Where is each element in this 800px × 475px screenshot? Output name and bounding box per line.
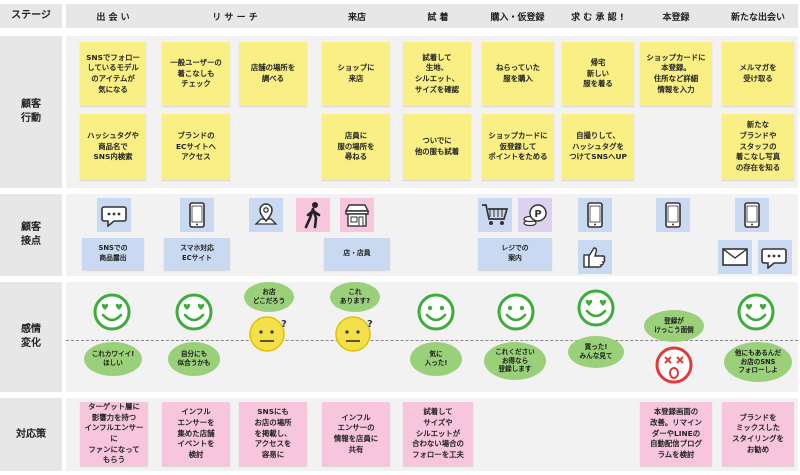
smartphone-icon [578, 198, 612, 232]
behavior-note: メルマガを 受け取る [722, 42, 794, 106]
svg-text:?: ? [281, 319, 287, 330]
touchpoint-label: レジでの 案内 [478, 238, 552, 270]
behavior-note: 店員に 服の場所を 尋ねる [322, 114, 390, 180]
heart-eyes-face-icon [175, 293, 213, 331]
stage-registration: 本登録 [662, 12, 690, 23]
emotion-cloud: これください お得なら 登録します [484, 342, 546, 380]
smartphone-icon [180, 198, 214, 232]
mail-icon [718, 240, 752, 274]
behavior-note: 試着して 生地、 シルエット、 サイズを確認 [403, 42, 471, 106]
measure-note: インフル エンサーを 集めた店舗 イベントを 検討 [162, 402, 230, 466]
heart-eyes-face-icon [93, 293, 131, 331]
stage-deai: 出 会 い [96, 12, 130, 23]
behavior-note: ついでに 他の服も試着 [403, 114, 471, 180]
map-pin-icon [249, 198, 283, 232]
behavior-note: ねらっていた 服を購入 [482, 42, 554, 106]
measure-note: 試着して サイズや シルエットが 合わない場合の フォローを工夫 [403, 402, 473, 466]
cart-icon [478, 198, 512, 232]
behavior-note: 店舗の場所を 調べる [239, 42, 307, 106]
behavior-note: ハッシュタグや 商品名で SNS内検索 [80, 114, 146, 180]
emotion-cloud: 買った! みんな見て [568, 336, 624, 368]
emotion-cloud: 他にもあるんだ お店のSNS フォローしよ [724, 342, 792, 382]
stage-new-encounter: 新たな出会い [730, 12, 785, 23]
svg-text:?: ? [367, 319, 373, 330]
stage-research: リ サ ー チ [212, 12, 258, 23]
behavior-note: ショップカードに 仮登録して ポイントをためる [482, 114, 554, 180]
behavior-note: ショップに 来店 [322, 42, 390, 106]
stage-purchase: 購入・仮登録 [490, 12, 545, 23]
touchpoint-label: スマホ対応 ECサイト [164, 238, 230, 270]
measure-note: 本登録画面の 改善。リマイン ダーやLINEの 自動配信プログ ラムを検討 [640, 402, 712, 466]
behavior-note: 帰宅 新しい 服を着る [562, 42, 634, 106]
heart-eyes-face-icon [577, 289, 615, 327]
measure-note: インフル エンサーの 情報を店員に 共有 [322, 402, 390, 466]
smartphone-icon [735, 198, 769, 232]
emotion-cloud: お店 どこだろう [244, 282, 294, 312]
behavior-note: ブランドの ECサイトへ アクセス [162, 114, 230, 180]
touchpoint-label: 店・店員 [324, 238, 390, 270]
confused-face-icon: ? [249, 316, 287, 352]
chat-icon [758, 240, 792, 274]
behavior-note: SNSでフォロー しているモデル のアイテムが 気になる [80, 42, 146, 106]
shocked-face-icon [655, 346, 693, 384]
smile-face-icon [417, 293, 455, 331]
measure-note: ターゲット層に 影響力を持つ インフルエンサーに ファンになって もらう [80, 402, 148, 466]
measure-note: SNSにも お店の場所 を掲載し、 アクセスを 容易に [239, 402, 307, 466]
walking-icon [296, 198, 330, 232]
behavior-note: 一般ユーザーの 着こなしも チェック [162, 42, 230, 106]
thumbs-up-icon [578, 240, 612, 274]
row-label-touchpoint: 顧客 接点 [0, 194, 62, 276]
behavior-note: 自撮りして、 ハッシュタグを つけてSNSへUP [562, 114, 634, 180]
behavior-note: 新たな ブランドや スタッフの 着こなし写真 の存在を知る [722, 114, 794, 180]
heart-eyes-face-icon [737, 293, 775, 331]
stage-fitting: 試 着 [427, 12, 449, 23]
stage-approval: 求 む 承 認 ! [571, 12, 624, 23]
chat-icon [97, 198, 131, 232]
stage-row-bg [66, 4, 798, 28]
row-label-stage: ステージ [0, 4, 62, 28]
emotion-cloud: 自分にも 似合うかも [168, 342, 220, 376]
smile-face-icon [497, 293, 535, 331]
measure-note: ブランドを ミックスした スタイリングを お勧め [722, 402, 794, 466]
emotion-cloud: これ あります? [330, 282, 380, 312]
emotion-cloud: 登録が けっこう面倒 [644, 310, 704, 342]
shop-icon [340, 198, 374, 232]
emotion-cloud: これカワイイ! ほしい [84, 342, 142, 376]
coins-icon: P [518, 198, 552, 232]
confused-face-icon: ? [335, 316, 373, 352]
row-label-emotion: 感情 変化 [0, 282, 62, 392]
row-label-measures: 対応策 [0, 398, 62, 471]
emotion-baseline [66, 340, 798, 341]
behavior-note: ショップカードに 本登録。 住所など詳細 情報を入力 [640, 42, 712, 106]
touchpoint-label: SNSでの 商品露出 [82, 238, 144, 270]
emotion-cloud: 気に 入った! [410, 342, 462, 376]
svg-text:P: P [534, 209, 541, 220]
row-label-behavior: 顧客 行動 [0, 36, 62, 188]
smartphone-icon [656, 198, 690, 232]
stage-visit: 来店 [347, 12, 366, 23]
